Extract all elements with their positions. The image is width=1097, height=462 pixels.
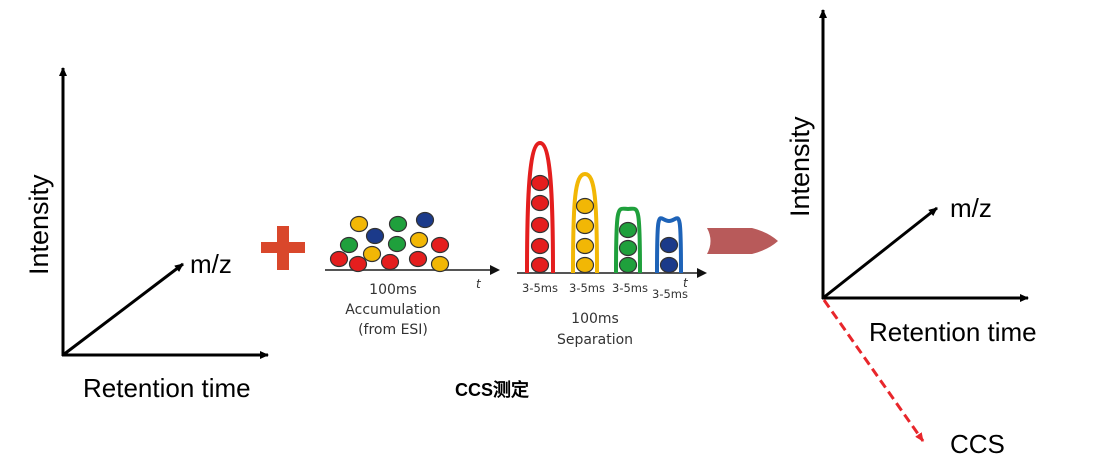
intensity-label: Intensity bbox=[24, 174, 54, 275]
intensity-label: Intensity bbox=[785, 116, 815, 217]
ion-ball bbox=[575, 256, 595, 274]
ccs-caption: CCS测定 bbox=[455, 379, 529, 400]
right-arrow-icon bbox=[707, 228, 778, 254]
ion-ball bbox=[530, 237, 550, 255]
mobility-peaks bbox=[525, 140, 683, 274]
mobility-peak bbox=[655, 216, 683, 274]
ion-ball bbox=[380, 253, 400, 271]
ccs-axis bbox=[822, 299, 925, 442]
separation-label: Separation bbox=[557, 332, 633, 348]
mz-axis bbox=[822, 206, 938, 300]
mobility-peak bbox=[525, 140, 555, 274]
ion-ball bbox=[415, 211, 435, 229]
ion-ball bbox=[329, 250, 349, 268]
peak-width-label: 3-5ms bbox=[569, 281, 605, 295]
ion-ball bbox=[659, 256, 679, 274]
ion-ball bbox=[365, 227, 385, 245]
mobility-peak bbox=[571, 171, 599, 274]
peak-width-label: 3-5ms bbox=[522, 281, 558, 295]
ion-ball bbox=[618, 256, 638, 274]
accumulation-panel: t 100ms Accumulation (from ESI) bbox=[325, 211, 500, 338]
right-4d-axes: Intensity m/z Retention time CCS bbox=[785, 9, 1037, 459]
ion-cloud bbox=[329, 211, 450, 273]
ion-ball bbox=[530, 216, 550, 234]
peak-width-label: 3-5ms bbox=[612, 281, 648, 295]
ion-ball bbox=[659, 236, 679, 254]
ccs-label: CCS bbox=[950, 429, 1005, 459]
ion-ball bbox=[408, 250, 428, 268]
ion-ball bbox=[409, 231, 429, 249]
ion-ball bbox=[575, 217, 595, 235]
mobility-peak bbox=[614, 206, 642, 274]
ion-ball bbox=[530, 256, 550, 274]
mz-axis bbox=[62, 262, 184, 357]
mz-label: m/z bbox=[950, 193, 992, 223]
ion-ball bbox=[430, 236, 450, 254]
accumulation-source: (from ESI) bbox=[358, 322, 428, 338]
accumulation-t-label: t bbox=[476, 277, 482, 291]
ion-ball bbox=[430, 255, 450, 273]
ion-ball bbox=[618, 239, 638, 257]
ion-ball bbox=[530, 174, 550, 192]
accumulation-duration: 100ms bbox=[369, 282, 417, 298]
ion-ball bbox=[339, 236, 359, 254]
ion-ball bbox=[530, 194, 550, 212]
ion-ball bbox=[387, 235, 407, 253]
left-3d-axes: Intensity m/z Retention time bbox=[24, 67, 269, 403]
separation-panel: t 3-5ms 3-5ms 3-5ms 3-5ms 100ms Separati… bbox=[517, 140, 707, 348]
ion-ball bbox=[618, 221, 638, 239]
ion-ball bbox=[362, 245, 382, 263]
retention-time-label: Retention time bbox=[83, 373, 251, 403]
plus-icon bbox=[261, 226, 305, 270]
peak-width-label: 3-5ms bbox=[652, 287, 688, 301]
ion-ball bbox=[575, 237, 595, 255]
ion-ball bbox=[348, 255, 368, 273]
separation-t-label: t bbox=[683, 276, 689, 290]
ion-ball bbox=[388, 215, 408, 233]
accumulation-label: Accumulation bbox=[345, 302, 440, 318]
separation-duration: 100ms bbox=[571, 311, 619, 327]
retention-time-label: Retention time bbox=[869, 317, 1037, 347]
ion-ball bbox=[575, 197, 595, 215]
mz-label: m/z bbox=[190, 249, 232, 279]
ion-ball bbox=[349, 215, 369, 233]
